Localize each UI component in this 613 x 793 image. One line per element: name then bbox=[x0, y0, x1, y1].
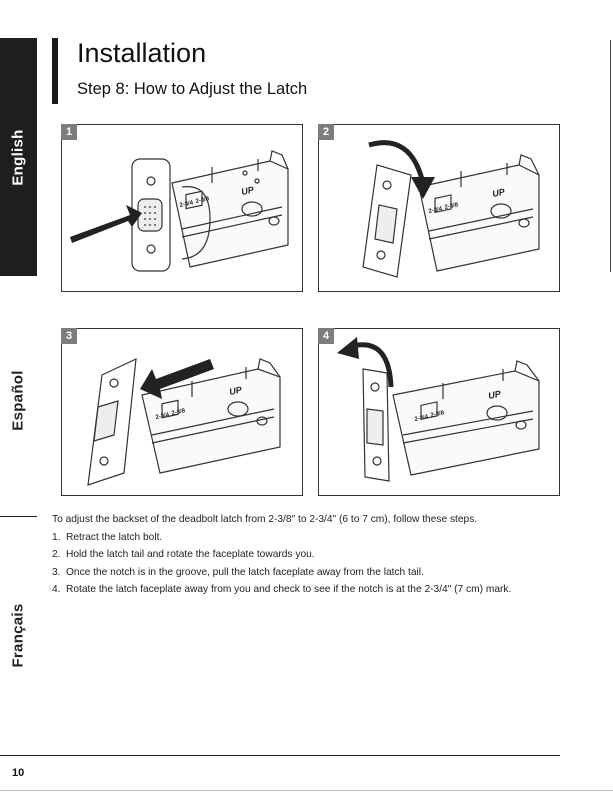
sidebar-tab-label: Español bbox=[10, 369, 28, 431]
step-number: 1. bbox=[52, 531, 61, 543]
panel-number-badge: 3 bbox=[61, 328, 77, 344]
up-direction-label: UP bbox=[228, 384, 243, 397]
up-direction-label: UP bbox=[240, 184, 255, 197]
sidebar-tab-english[interactable]: English bbox=[0, 38, 37, 276]
up-direction-label: UP bbox=[487, 388, 502, 401]
backset-mark-label: 2-3/4 bbox=[428, 206, 443, 215]
sidebar-tab-label: English bbox=[10, 128, 27, 186]
step-text: Retract the latch bolt. bbox=[66, 531, 163, 543]
step-number: 4. bbox=[52, 584, 61, 596]
page-number: 10 bbox=[12, 767, 25, 779]
instructions-intro: To adjust the backset of the deadbolt la… bbox=[52, 514, 478, 525]
step-text: Hold the latch tail and rotate the facep… bbox=[66, 549, 315, 561]
step-text: Once the notch is in the groove, pull th… bbox=[66, 566, 424, 578]
backset-mark-label: 2-3/8 bbox=[195, 196, 210, 205]
panel-number-badge: 2 bbox=[318, 124, 334, 140]
step-text: Rotate the latch faceplate away from you… bbox=[66, 584, 512, 596]
backset-mark-label: 2-3/4 bbox=[414, 414, 429, 423]
backset-mark-label: 2-3/4 bbox=[155, 412, 170, 421]
panel-number-badge: 1 bbox=[61, 124, 77, 140]
step-number: 2. bbox=[52, 549, 61, 561]
footer-rule bbox=[0, 755, 560, 756]
list-item: 3. Once the notch is in the groove, pull… bbox=[52, 564, 552, 582]
instructions-steps: 1. Retract the latch bolt. 2. Hold the l… bbox=[52, 529, 552, 599]
up-direction-label: UP bbox=[491, 186, 506, 199]
list-item: 1. Retract the latch bolt. bbox=[52, 529, 552, 547]
step-number: 3. bbox=[52, 566, 61, 578]
sidebar-tab-label: Français bbox=[10, 602, 28, 668]
backset-mark-label: 2-3/4 bbox=[179, 200, 194, 209]
title-accent-bar bbox=[52, 38, 58, 104]
page-bottom-rule bbox=[0, 790, 613, 791]
panel-number-badge: 4 bbox=[318, 328, 334, 344]
instructions: To adjust the backset of the deadbolt la… bbox=[52, 511, 552, 599]
backset-mark-label: 2-3/8 bbox=[444, 202, 459, 211]
list-item: 2. Hold the latch tail and rotate the fa… bbox=[52, 546, 552, 564]
backset-mark-label: 2-3/8 bbox=[171, 408, 186, 417]
list-item: 4. Rotate the latch faceplate away from … bbox=[52, 581, 552, 599]
sidebar-divider bbox=[0, 516, 37, 517]
page-title: Installation bbox=[77, 38, 207, 68]
sidebar-tab-espanol[interactable]: Español bbox=[0, 330, 37, 470]
sidebar-tab-francais[interactable]: Français bbox=[0, 560, 37, 710]
page-edge-rule bbox=[610, 40, 611, 272]
step-title: Step 8: How to Adjust the Latch bbox=[77, 80, 308, 98]
backset-mark-label: 2-3/8 bbox=[430, 410, 445, 419]
